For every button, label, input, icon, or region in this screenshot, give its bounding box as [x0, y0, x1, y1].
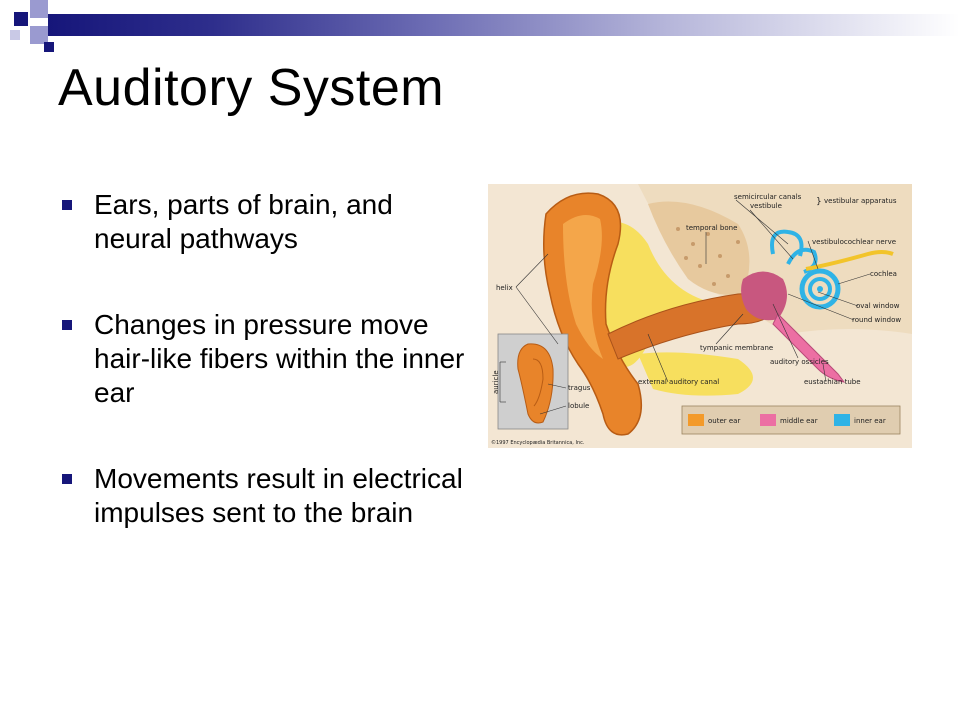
header-gradient-bar: [48, 14, 960, 36]
label-vestibular-apparatus: vestibular apparatus: [824, 197, 897, 205]
label-eustachian-tube: eustachian tube: [804, 378, 861, 386]
label-cochlea: cochlea: [870, 270, 897, 278]
deco-square-2: [30, 0, 48, 18]
bullet-list: Ears, parts of brain, and neural pathway…: [62, 188, 472, 582]
label-lobule: lobule: [568, 402, 589, 410]
legend-middle-ear: middle ear: [780, 417, 818, 425]
legend-outer-ear: outer ear: [708, 417, 740, 425]
bullet-square-icon: [62, 474, 72, 484]
bullet-item: Ears, parts of brain, and neural pathway…: [62, 188, 472, 256]
label-semicircular-canals: semicircular canals: [734, 193, 802, 201]
bullet-square-icon: [62, 320, 72, 330]
legend-swatch-middle-ear: [760, 414, 776, 426]
legend-swatch-inner-ear: [834, 414, 850, 426]
slide-title: Auditory System: [58, 59, 445, 117]
deco-square-3: [30, 26, 48, 44]
label-tympanic-membrane: tympanic membrane: [700, 344, 773, 352]
ear-anatomy-figure: semicircular canals vestibule } vestibul…: [488, 184, 912, 448]
label-vestibulocochlear-nerve: vestibulocochlear nerve: [812, 238, 896, 246]
label-auricle: auricle: [492, 370, 500, 394]
label-tragus: tragus: [568, 384, 591, 392]
ear-anatomy-illustration: semicircular canals vestibule } vestibul…: [488, 184, 912, 448]
label-oval-window: oval window: [856, 302, 900, 310]
figure-copyright: ©1997 Encyclopædia Britannica, Inc.: [491, 439, 585, 446]
bullet-text: Changes in pressure move hair-like fiber…: [94, 309, 465, 408]
label-auditory-ossicles: auditory ossicles: [770, 358, 829, 366]
bullet-square-icon: [62, 200, 72, 210]
bullet-item: Changes in pressure move hair-like fiber…: [62, 308, 472, 410]
label-helix: helix: [496, 284, 513, 292]
bullet-text: Ears, parts of brain, and neural pathway…: [94, 189, 393, 254]
bullet-item: Movements result in electrical impulses …: [62, 462, 472, 530]
label-round-window: round window: [852, 316, 901, 324]
deco-square-1: [14, 12, 28, 26]
legend-swatch-outer-ear: [688, 414, 704, 426]
label-external-auditory-canal: external auditory canal: [638, 378, 719, 386]
deco-square-5: [44, 42, 54, 52]
bullet-text: Movements result in electrical impulses …: [94, 463, 463, 528]
label-vestibule: vestibule: [750, 202, 782, 210]
figure-legend: outer ear middle ear inner ear: [681, 405, 901, 435]
deco-square-4: [10, 30, 20, 40]
legend-inner-ear: inner ear: [854, 417, 886, 425]
label-brace: }: [816, 197, 822, 207]
label-temporal-bone: temporal bone: [686, 224, 737, 232]
